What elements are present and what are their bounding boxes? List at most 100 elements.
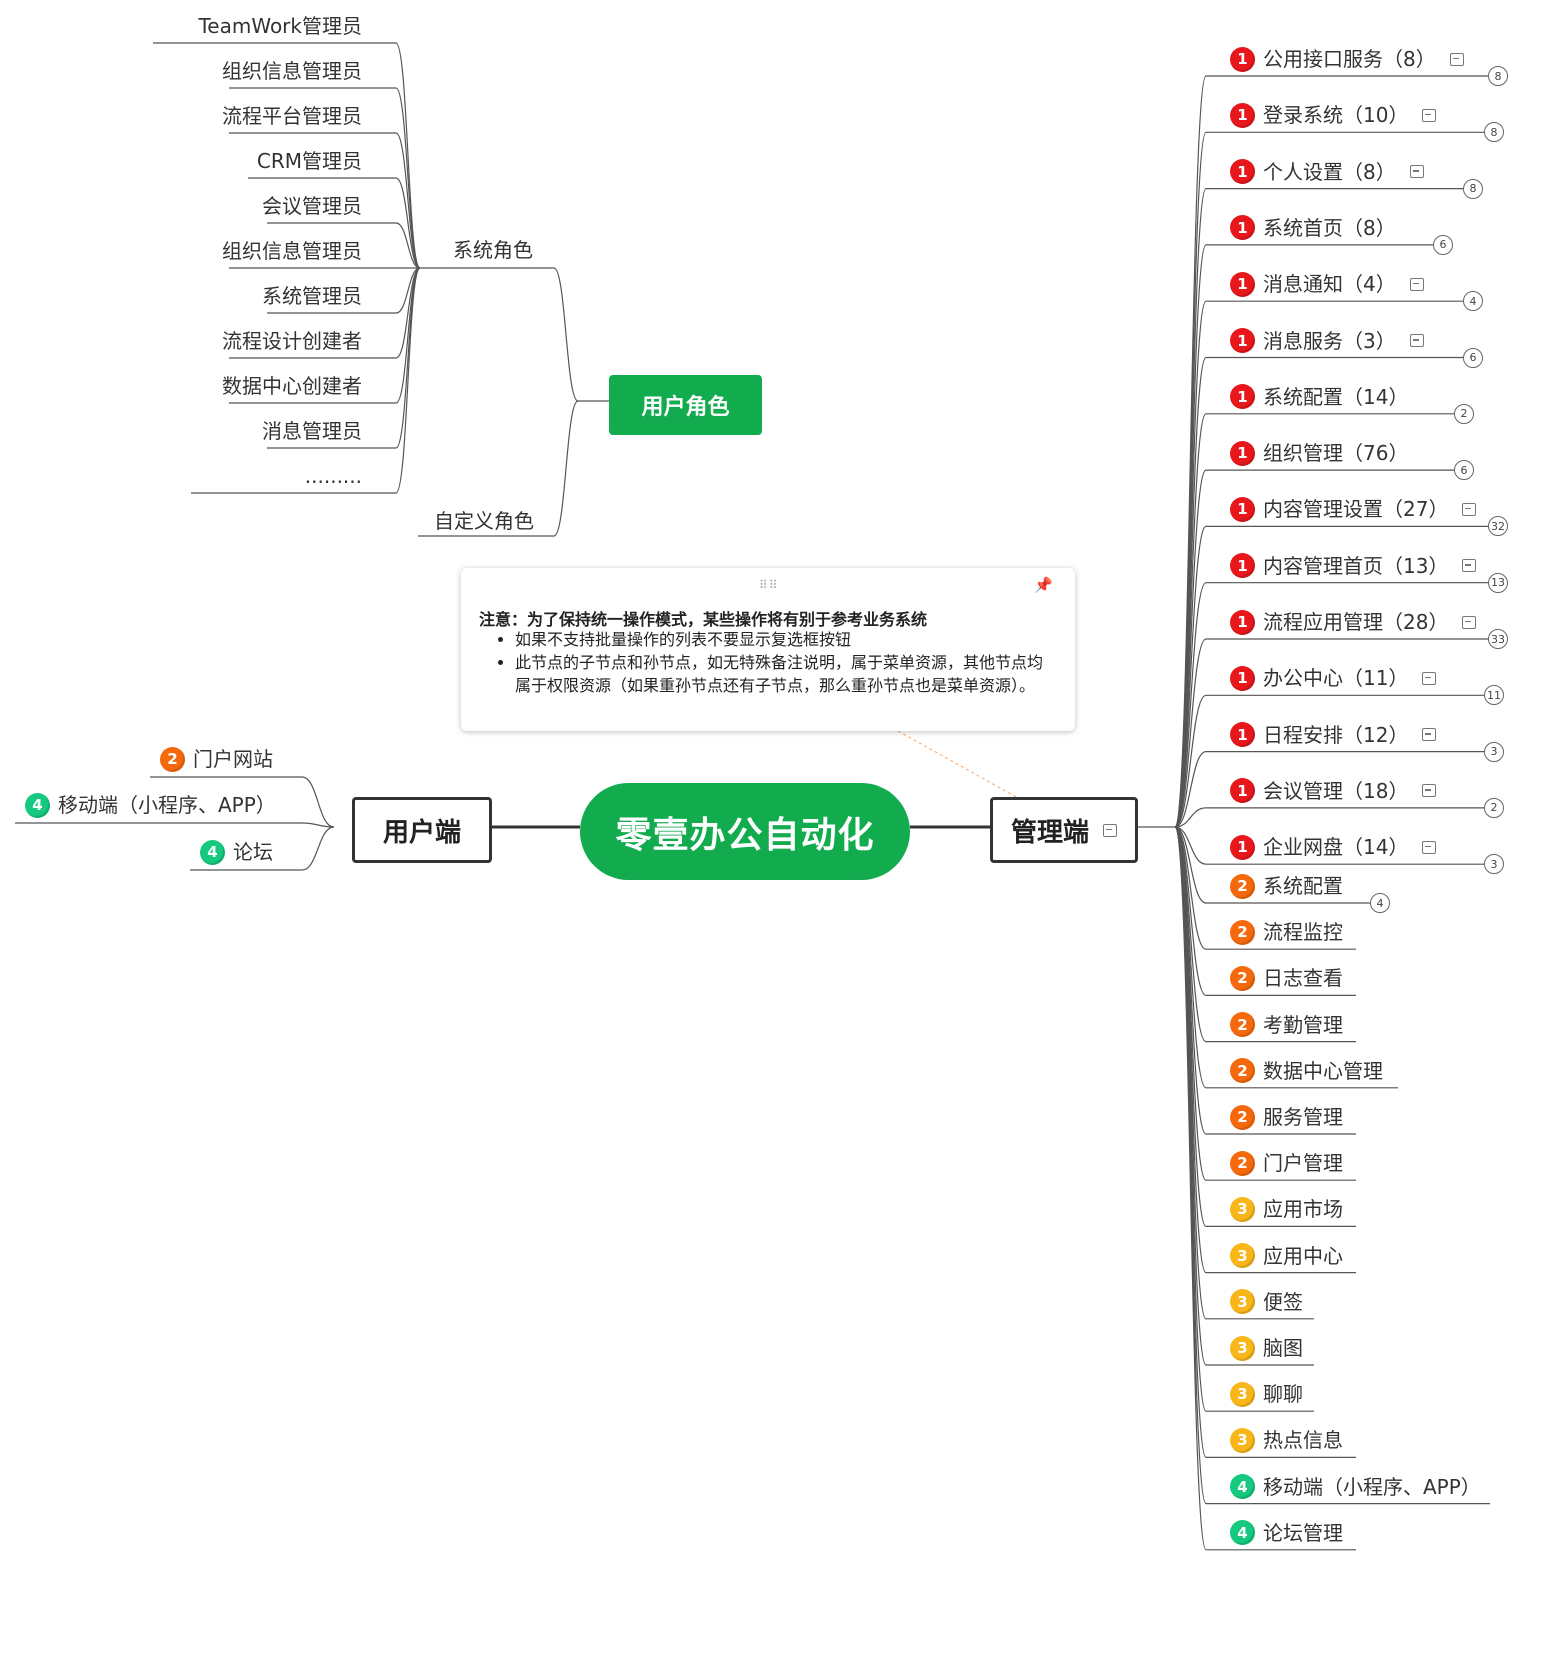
- connector-curve: [395, 132, 421, 269]
- admin-side-item-label: 系统首页（8）: [1263, 215, 1396, 240]
- note-icon[interactable]: [1422, 784, 1437, 798]
- child-count-badge[interactable]: 6: [1433, 234, 1453, 255]
- note-icon[interactable]: [1422, 728, 1437, 742]
- note-icon[interactable]: [1422, 671, 1437, 685]
- child-count-badge[interactable]: 8: [1463, 178, 1483, 199]
- priority-1-icon: 1: [1230, 102, 1255, 128]
- priority-1-icon: 1: [1230, 834, 1255, 860]
- drag-handle-icon[interactable]: ⠿⠿: [759, 578, 779, 592]
- child-count-badge[interactable]: 8: [1488, 66, 1508, 86]
- child-count-badge[interactable]: 8: [1484, 122, 1504, 143]
- root-topic[interactable]: 零壹办公自动化: [580, 783, 910, 880]
- child-count-badge[interactable]: 13: [1488, 572, 1508, 593]
- child-count-badge[interactable]: 6: [1463, 347, 1483, 368]
- role-item[interactable]: 系统管理员: [262, 284, 362, 308]
- connector-curve: [1174, 826, 1207, 904]
- pin-icon[interactable]: 📌: [1034, 576, 1053, 594]
- priority-3-icon: 3: [1230, 1289, 1255, 1315]
- note-icon[interactable]: [1462, 559, 1477, 573]
- role-item[interactable]: 流程设计创建者: [222, 329, 362, 353]
- admin-side-item-label: 消息通知（4）: [1263, 272, 1396, 297]
- child-count-badge[interactable]: 2: [1484, 797, 1504, 818]
- admin-side-item-label: 服务管理: [1263, 1105, 1343, 1129]
- child-count-badge[interactable]: 33: [1488, 629, 1508, 649]
- child-count-badge[interactable]: 2: [1454, 403, 1474, 424]
- child-count-badge[interactable]: 6: [1454, 460, 1474, 481]
- note-icon[interactable]: [1462, 502, 1477, 516]
- role-item[interactable]: 数据中心创建者: [222, 374, 362, 398]
- note-icon[interactable]: [1103, 823, 1117, 837]
- system-roles-topic[interactable]: 系统角色: [453, 238, 533, 262]
- child-count-badge[interactable]: 11: [1484, 685, 1504, 706]
- connector-curve: [395, 267, 421, 359]
- role-item[interactable]: 流程平台管理员: [222, 104, 362, 128]
- admin-side-topic[interactable]: 管理端: [990, 797, 1138, 863]
- child-count-badge[interactable]: 3: [1484, 741, 1504, 762]
- child-count-badge[interactable]: 3: [1484, 854, 1504, 875]
- note-icon[interactable]: [1449, 52, 1464, 66]
- admin-side-item-label: 日程安排（12）: [1263, 722, 1409, 747]
- role-item[interactable]: CRM管理员: [256, 149, 362, 173]
- priority-1-icon: 1: [1230, 553, 1255, 579]
- admin-side-item-label: 会议管理（18）: [1263, 778, 1409, 803]
- note-icon[interactable]: [1422, 840, 1437, 854]
- note-bullet: 如果不支持批量操作的列表不要显示复选框按钮: [515, 628, 1055, 651]
- note-icon[interactable]: [1409, 277, 1424, 291]
- admin-side-item-label: 数据中心管理: [1263, 1058, 1383, 1083]
- role-item[interactable]: 组织信息管理员: [222, 59, 362, 83]
- note-icon[interactable]: [1409, 334, 1424, 347]
- priority-1-icon: 1: [1230, 159, 1255, 185]
- note-icon[interactable]: [1422, 108, 1437, 122]
- child-count-badge[interactable]: 32: [1488, 516, 1508, 537]
- note-icon[interactable]: [1462, 615, 1477, 629]
- role-item[interactable]: 会议管理员: [262, 194, 362, 218]
- note-icon[interactable]: [1409, 165, 1424, 179]
- role-item[interactable]: .........: [304, 464, 362, 488]
- role-item[interactable]: 消息管理员: [262, 419, 362, 443]
- priority-1-icon: 1: [1230, 328, 1255, 353]
- user-side-item-label: 门户网站: [193, 747, 273, 771]
- custom-roles-topic[interactable]: 自定义角色: [434, 509, 534, 533]
- priority-1-icon: 1: [1230, 384, 1255, 410]
- role-item[interactable]: TeamWork管理员: [198, 14, 362, 38]
- child-count-badge[interactable]: 4: [1463, 291, 1483, 312]
- user-roles-topic[interactable]: 用户角色: [609, 375, 762, 435]
- user-side-item-label: 论坛: [233, 840, 273, 864]
- child-count-badge[interactable]: 4: [1370, 893, 1390, 913]
- role-item[interactable]: 组织信息管理员: [222, 239, 362, 263]
- user-side-topic[interactable]: 用户端: [352, 797, 492, 863]
